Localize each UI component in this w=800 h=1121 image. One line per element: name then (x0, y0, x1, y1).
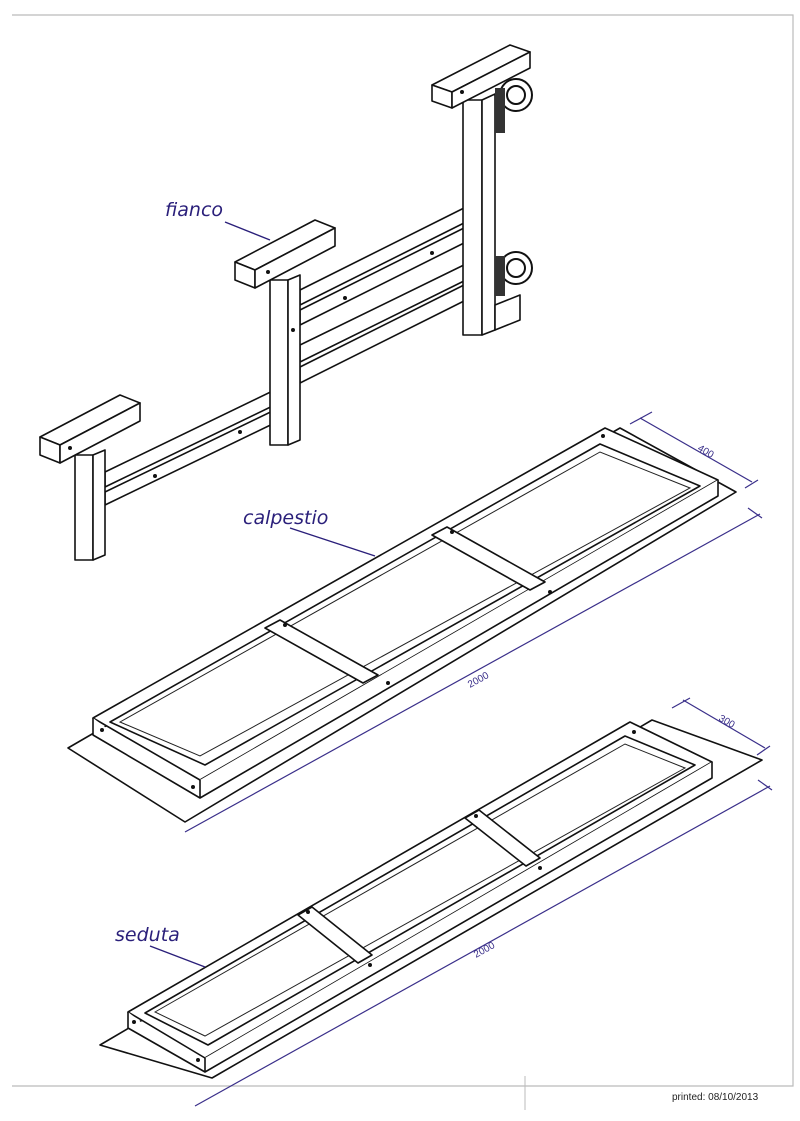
sheet-border (12, 14, 794, 1087)
label-fianco: fianco (165, 199, 223, 221)
label-calpestio: calpestio (243, 507, 328, 529)
seduta-tray (99, 719, 763, 1079)
calpestio-leader-arrow (289, 527, 376, 557)
wheel-icon (495, 251, 533, 296)
fianco-side-frame (39, 44, 533, 561)
printed-date: printed: 08/10/2013 (672, 1092, 759, 1103)
fianco-leader-arrow (224, 221, 271, 241)
svg-text:2000: 2000 (472, 940, 497, 961)
calpestio-tray (67, 427, 737, 823)
svg-text:400: 400 (696, 443, 716, 461)
seduta-leader-arrow (149, 945, 206, 968)
svg-text:2000: 2000 (466, 670, 491, 691)
label-seduta: seduta (115, 924, 180, 946)
svg-text:300: 300 (717, 713, 737, 731)
wheel-icon (495, 78, 533, 133)
